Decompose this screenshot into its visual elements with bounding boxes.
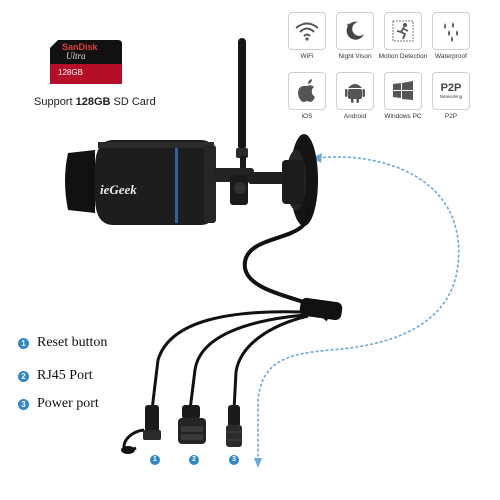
feature-tile-wifi — [288, 12, 326, 50]
p2p-icon: P2P — [440, 82, 462, 94]
sd-caption-capacity: 128GB — [75, 96, 111, 108]
svg-text:★: ★ — [346, 22, 351, 29]
feature-label-motion-detection: Motion Detection — [378, 53, 428, 60]
cable-power — [232, 314, 309, 411]
sd-card: SanDisk Ultra 128GB — [48, 38, 124, 86]
legend-label: RJ45 Port — [37, 368, 93, 383]
apple-icon — [298, 79, 315, 102]
power-connector — [226, 405, 242, 447]
reset-connector — [121, 405, 161, 454]
android-icon — [345, 84, 365, 103]
sd-card-brand: SanDisk — [62, 42, 98, 52]
legend-label: Power port — [37, 396, 99, 411]
feature-label-wifi: WiFi — [300, 53, 314, 60]
feature-label-windows: Windows PC — [384, 113, 422, 120]
sd-caption-suffix: SD Card — [110, 96, 156, 108]
mount-arm — [214, 168, 288, 205]
connector-badge-rj45: 2 — [189, 455, 199, 465]
sd-card-capacity: 128GB — [58, 68, 83, 77]
cable-rj45 — [188, 313, 306, 411]
legend-item-rj45: 2 RJ45 Port — [18, 368, 93, 384]
p2p-icon-subtext: Networking — [439, 94, 463, 99]
legend-number: 3 — [18, 398, 29, 410]
sd-card-caption: Support 128GB SD Card — [34, 96, 156, 108]
flow-arrow — [257, 156, 460, 460]
feature-tile-night-vision: ★ — [336, 12, 374, 50]
connector-badge-reset: 1 — [150, 455, 160, 465]
feature-tile-waterproof — [432, 12, 470, 50]
camera-body — [65, 140, 216, 225]
legend-number: 2 — [18, 370, 29, 382]
sd-caption-prefix: Support — [34, 96, 76, 108]
legend-label: Reset button — [37, 335, 108, 350]
feature-tile-windows — [384, 72, 422, 110]
legend-number: 1 — [18, 337, 29, 349]
flow-arrow-head-top — [312, 153, 322, 163]
connector-badge-power: 3 — [229, 455, 239, 465]
feature-tile-p2p: P2P Networking — [432, 72, 470, 110]
wifi-icon — [295, 22, 319, 41]
flow-arrow-head-bottom — [254, 458, 262, 468]
rj45-connector — [178, 405, 206, 444]
feature-label-night-vision: Night Vison — [338, 53, 372, 60]
legend-item-power: 3 Power port — [18, 396, 99, 412]
wall-plate — [282, 134, 318, 226]
running-person-icon — [392, 20, 414, 42]
windows-icon — [393, 81, 413, 100]
legend-item-reset: 1 Reset button — [18, 335, 107, 351]
feature-tile-android — [336, 72, 374, 110]
cable-splitter — [299, 297, 343, 321]
feature-label-ios: iOS — [301, 113, 313, 120]
feature-tile-ios — [288, 72, 326, 110]
feature-tile-motion-detection — [384, 12, 422, 50]
antenna — [236, 38, 248, 170]
sd-card-line: Ultra — [66, 51, 86, 61]
raindrops-icon — [444, 22, 458, 42]
cable-reset — [150, 310, 303, 411]
camera-logo: ieGeek — [100, 182, 137, 197]
moon-icon: ★ — [346, 21, 364, 40]
feature-label-android: Android — [343, 113, 367, 120]
feature-label-waterproof: Waterproof — [435, 53, 467, 60]
feature-label-p2p: P2P — [444, 113, 458, 120]
